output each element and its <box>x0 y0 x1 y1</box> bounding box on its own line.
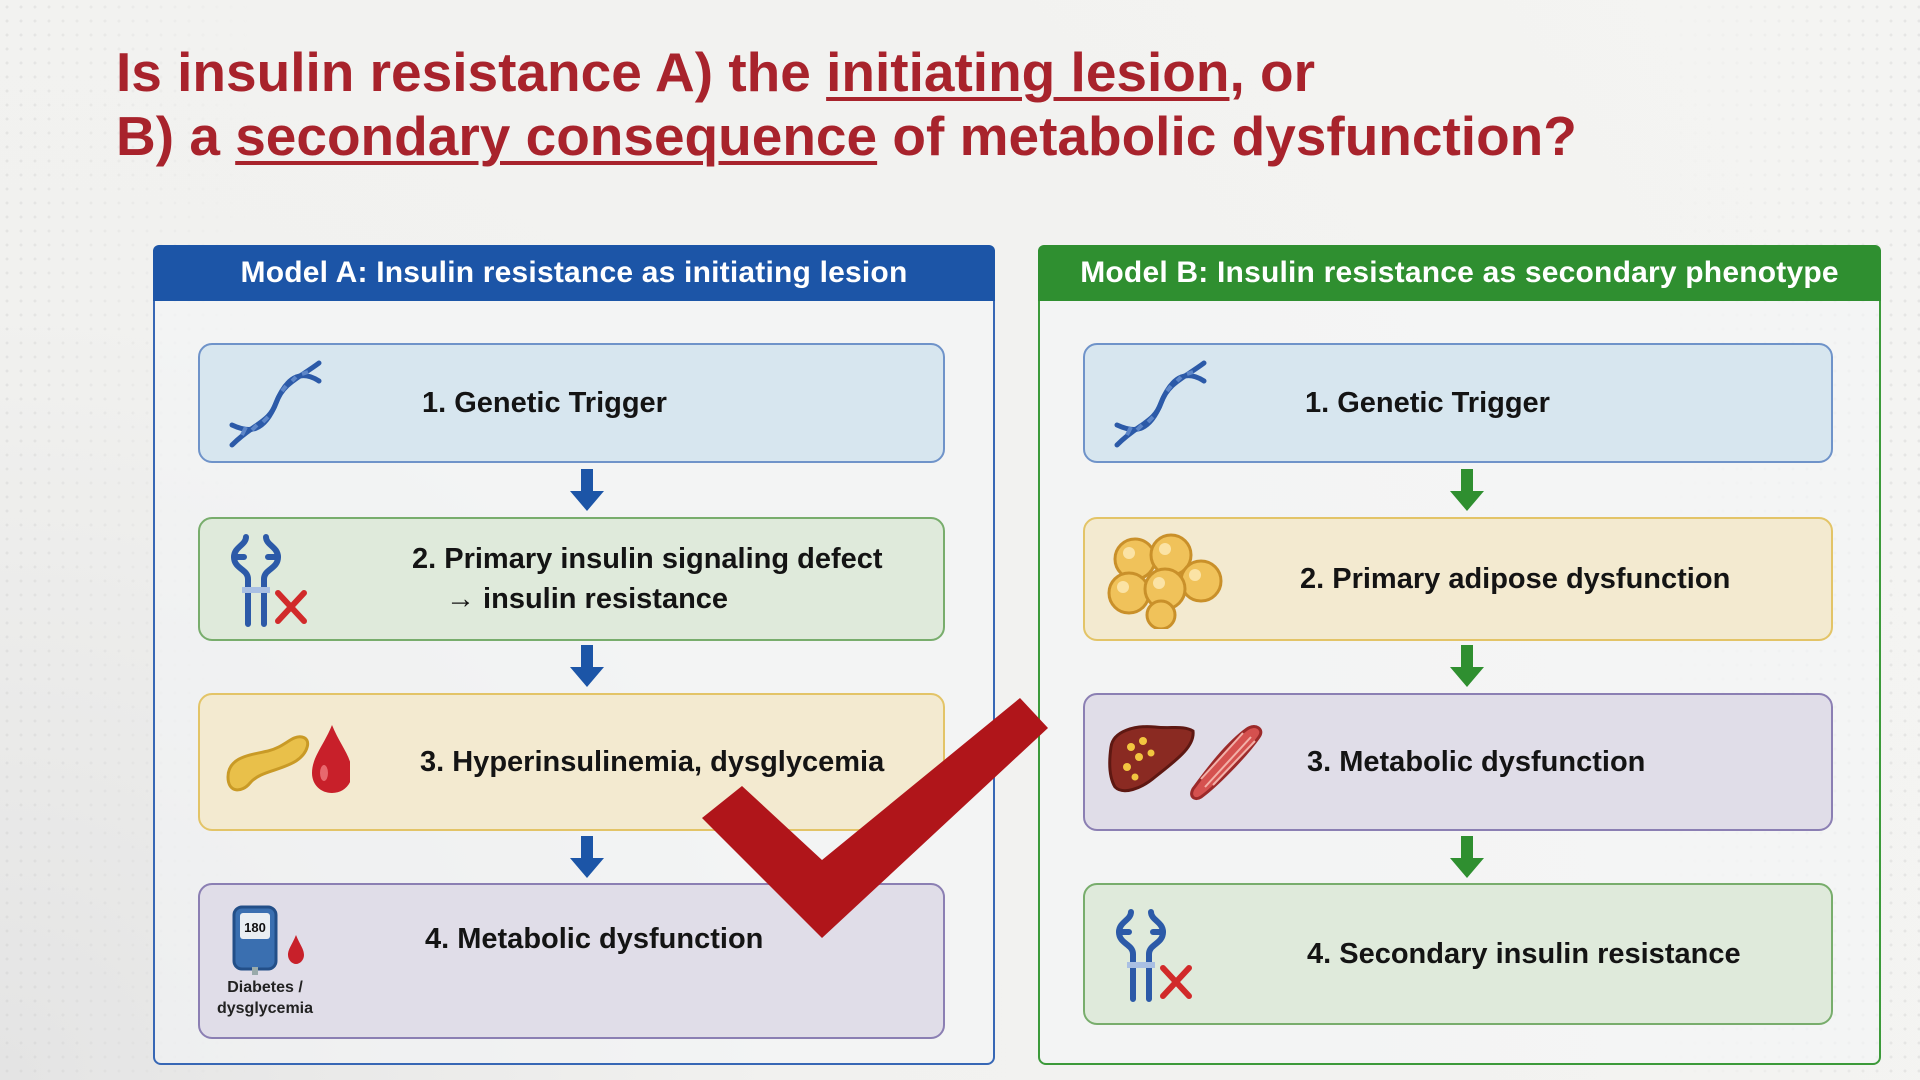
dna-icon <box>1114 360 1207 448</box>
model-b-step-4-label: 4. Secondary insulin resistance <box>1307 938 1741 970</box>
adipocytes-icon <box>1107 533 1223 629</box>
model-a-step-2-label: 2. Primary insulin signaling defect <box>412 543 883 575</box>
glucose-meter-caption: Diabetes / dysglycemia <box>216 979 314 1017</box>
svg-text:180: 180 <box>244 920 266 935</box>
model-a-panel: Model A: Insulin resistance as initiatin… <box>153 245 995 1065</box>
arrow-down-icon <box>570 645 604 687</box>
title-emphasis-initiating-lesion: initiating lesion <box>826 41 1230 103</box>
model-a-step-4-label: 4. Metabolic dysfunction <box>425 923 764 955</box>
model-a-step-2-label-line2: → insulin resistance <box>446 583 729 615</box>
arrow-down-icon <box>570 836 604 878</box>
model-b-step-1-label: 1. Genetic Trigger <box>1305 387 1550 419</box>
model-b-step-2-label: 2. Primary adipose dysfunction <box>1300 563 1731 595</box>
arrow-down-icon <box>1450 469 1484 511</box>
model-b-step-1: 1. Genetic Trigger <box>1083 343 1833 463</box>
model-b-step-2: 2. Primary adipose dysfunction <box>1083 517 1833 641</box>
checkmark-icon <box>702 698 1048 938</box>
dna-icon <box>229 360 322 448</box>
slide-title: Is insulin resistance A) the initiating … <box>116 40 1577 168</box>
arrow-down-icon <box>1450 645 1484 687</box>
model-a-step-3: 3. Hyperinsulinemia, dysglycemia <box>198 693 945 831</box>
model-b-panel: Model B: Insulin resistance as secondary… <box>1038 245 1881 1065</box>
title-emphasis-secondary-consequence: secondary consequence <box>235 105 878 167</box>
model-b-step-3: 3. Metabolic dysfunction <box>1083 693 1833 831</box>
model-a-header: Model A: Insulin resistance as initiatin… <box>153 245 995 301</box>
glucose-meter-icon: 180 <box>232 905 304 975</box>
pancreas-blood-drop-icon <box>226 725 350 793</box>
insulin-receptor-blocked-icon <box>230 534 307 627</box>
model-a-step-1-label: 1. Genetic Trigger <box>422 387 667 419</box>
title-line-1: Is insulin resistance A) the initiating … <box>116 41 1316 103</box>
model-b-step-3-label: 3. Metabolic dysfunction <box>1307 746 1646 778</box>
model-a-step-2: 2. Primary insulin signaling defect → in… <box>198 517 945 641</box>
insulin-receptor-blocked-icon <box>1115 909 1192 1002</box>
model-a-step-3-label: 3. Hyperinsulinemia, dysglycemia <box>420 746 885 778</box>
arrow-down-icon <box>570 469 604 511</box>
title-line-2: B) a secondary consequence of metabolic … <box>116 105 1577 167</box>
model-b-step-4: 4. Secondary insulin resistance <box>1083 883 1833 1025</box>
liver-muscle-icon <box>1108 725 1263 801</box>
model-b-header: Model B: Insulin resistance as secondary… <box>1038 245 1881 301</box>
model-a-step-1: 1. Genetic Trigger <box>198 343 945 463</box>
arrow-down-icon <box>1450 836 1484 878</box>
